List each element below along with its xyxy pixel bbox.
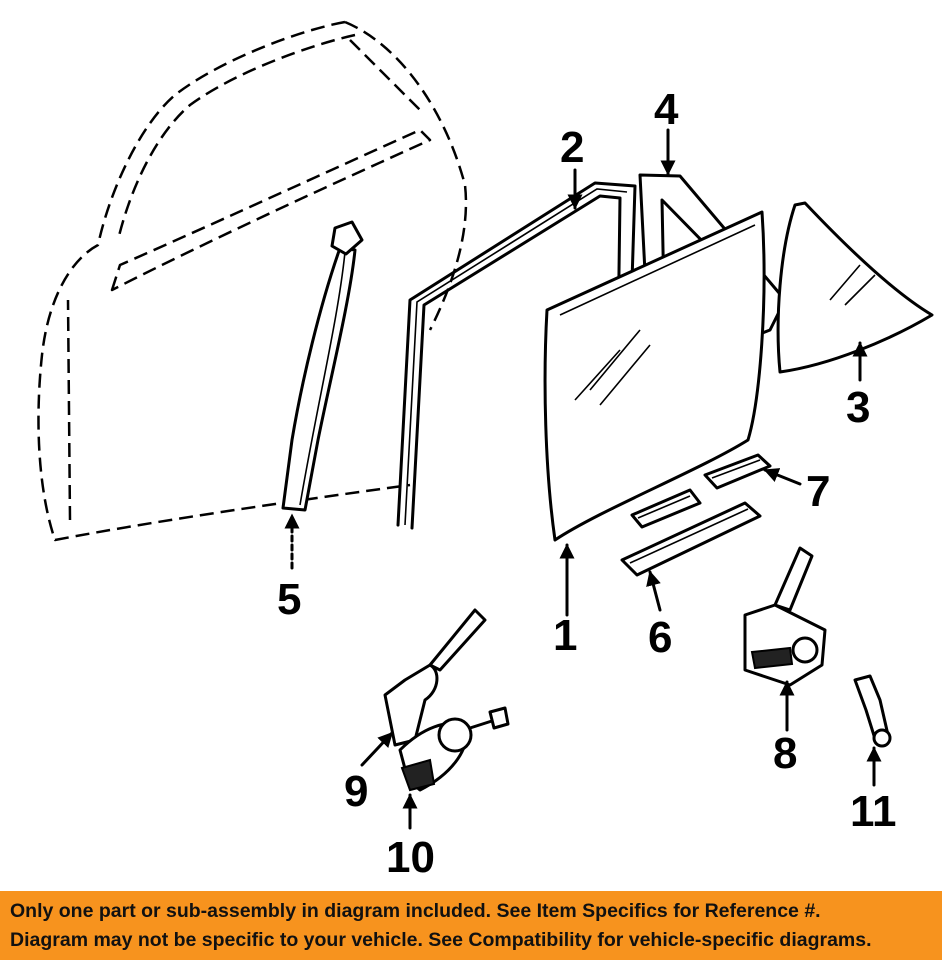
callout-9: 9 xyxy=(344,767,368,816)
callout-2: 2 xyxy=(560,123,584,172)
glass-channel-small xyxy=(630,453,772,529)
callout-11: 11 xyxy=(850,787,897,836)
callout-10: 10 xyxy=(386,833,435,882)
callout-4: 4 xyxy=(654,85,679,134)
callout-7: 7 xyxy=(806,467,830,516)
door-glass xyxy=(543,210,766,542)
leader-arrows xyxy=(284,128,882,830)
callout-3: 3 xyxy=(846,383,870,432)
callout-1: 1 xyxy=(553,611,577,660)
disclaimer-line-2: Diagram may not be specific to your vehi… xyxy=(10,929,872,951)
disclaimer-banner: Only one part or sub-assembly in diagram… xyxy=(0,891,942,960)
callout-6: 6 xyxy=(648,613,672,662)
quarter-glass xyxy=(776,201,934,374)
parts-diagram: 1 2 3 4 5 6 7 8 9 10 11 xyxy=(37,20,934,882)
glass-channel-long xyxy=(620,501,762,577)
callout-5: 5 xyxy=(277,575,301,624)
disclaimer-line-1: Only one part or sub-assembly in diagram… xyxy=(10,900,821,922)
window-crank-handle xyxy=(853,674,892,748)
power-regulator-assembly xyxy=(383,608,510,792)
manual-regulator xyxy=(743,546,827,687)
glass-run-channel xyxy=(396,181,637,530)
callout-8: 8 xyxy=(773,729,797,778)
run-channel-strip xyxy=(281,220,364,512)
